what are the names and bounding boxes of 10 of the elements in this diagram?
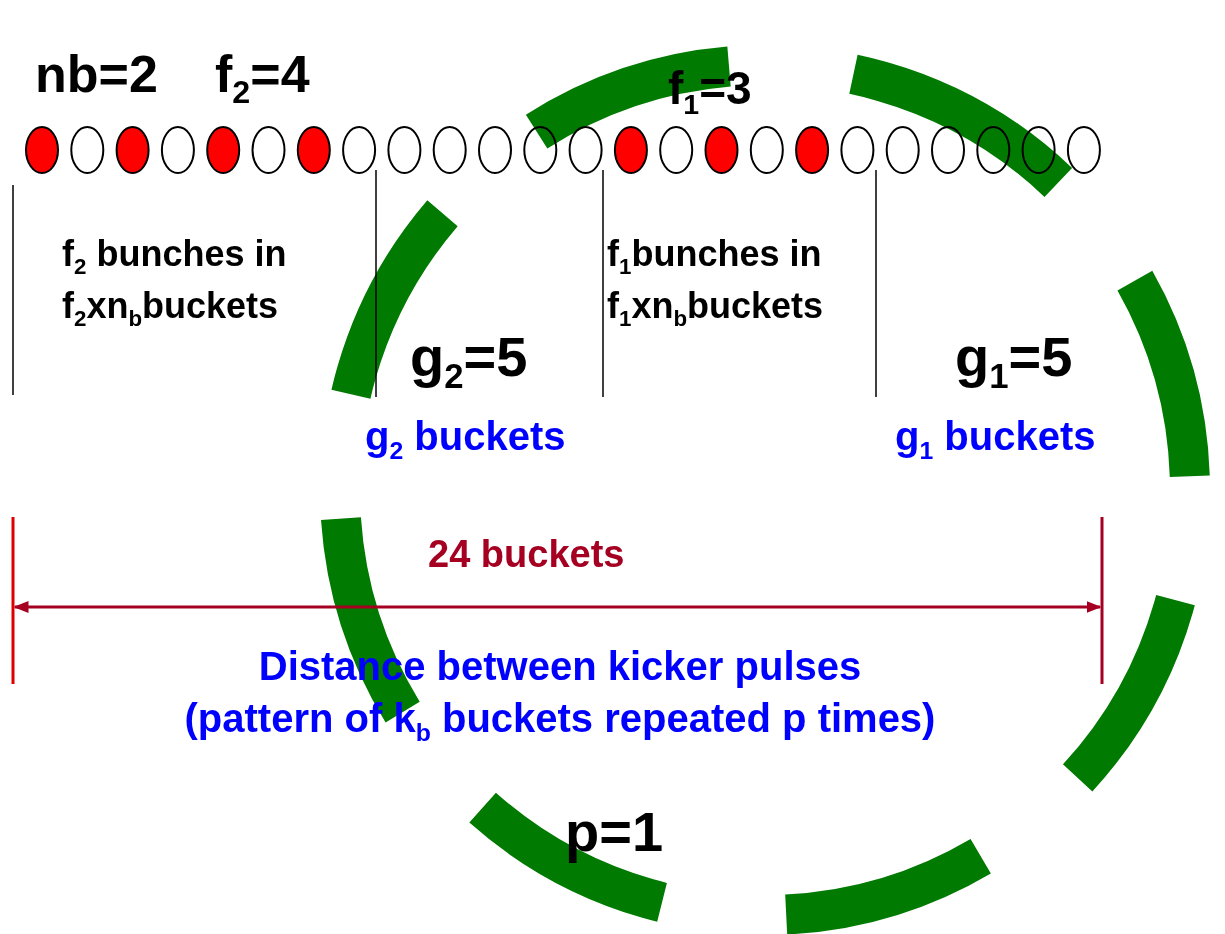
gap-label: g$_{1}$ buckets	[895, 413, 1096, 459]
gap-label: g$_{2}$ buckets	[365, 413, 566, 459]
parameter-label: f$_{2}$=4	[215, 45, 310, 105]
parameter-label: p=1	[565, 800, 664, 865]
parameter-label: nb=2	[35, 45, 158, 105]
dimension-label: 24 buckets	[428, 533, 625, 577]
group-description: f$_{2}$ bunches in f$_{2}$xn$_{b}$buckets	[62, 232, 288, 332]
group-description: f$_{1}$bunches in f$_{1}$xn$_{b}$buckets	[607, 232, 825, 332]
parameter-label: g$_{2}$=5	[410, 325, 528, 390]
parameter-label: g$_{1}$=5	[955, 325, 1073, 390]
